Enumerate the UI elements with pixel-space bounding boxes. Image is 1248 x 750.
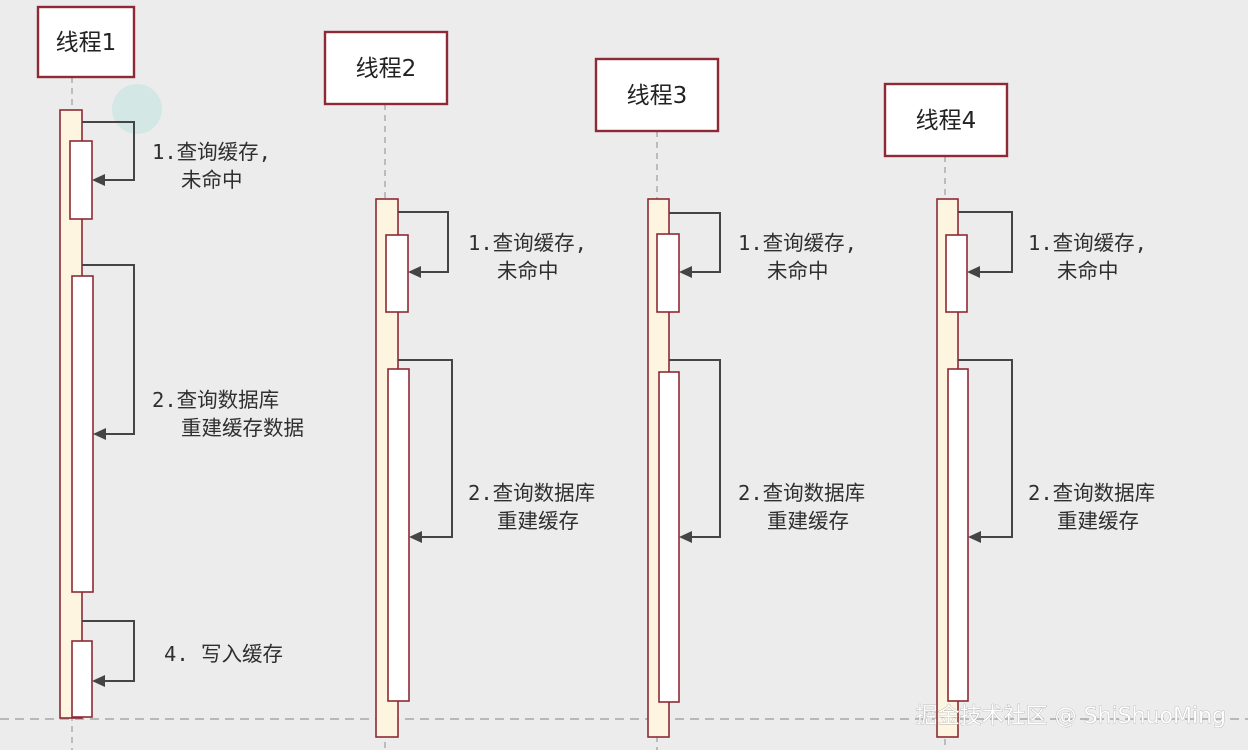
arrow-head-icon xyxy=(967,266,980,278)
step-activation-bar xyxy=(387,368,410,702)
arrow-head-icon xyxy=(679,266,692,278)
step-label: 2.查询数据库 xyxy=(1028,481,1155,505)
thread-header-box xyxy=(323,30,449,106)
step-label: 1.查询缓存, xyxy=(468,231,587,255)
step-label: 2.查询数据库 xyxy=(152,388,279,412)
self-message-line xyxy=(669,359,721,538)
arrow-head-icon xyxy=(408,266,421,278)
arrow-head-icon xyxy=(92,174,105,186)
self-message-line xyxy=(398,359,453,538)
step-activation-bar xyxy=(69,140,93,220)
thread-header-label: 线程3 xyxy=(627,83,688,109)
step-label: 未命中 xyxy=(497,259,559,283)
step-activation-bar xyxy=(71,275,94,593)
step-label: 重建缓存 xyxy=(767,509,849,533)
step-label: 重建缓存数据 xyxy=(181,416,304,440)
watermark-text: 掘金技术社区 @ ShiShuoMing xyxy=(916,704,1226,729)
self-message-line xyxy=(669,212,721,273)
self-message-line xyxy=(958,359,1013,538)
arrow-head-icon xyxy=(968,531,981,543)
step-label: 2.查询数据库 xyxy=(738,481,865,505)
self-message-line xyxy=(82,620,135,682)
thread-header-box xyxy=(594,57,720,133)
arrow-head-icon xyxy=(679,531,692,543)
self-message-line xyxy=(82,121,135,181)
arrow-head-icon xyxy=(409,531,422,543)
thread-header-label: 线程1 xyxy=(56,30,117,56)
self-message-line xyxy=(958,211,1013,273)
step-label: 重建缓存 xyxy=(497,509,579,533)
step-activation-bar xyxy=(945,234,968,313)
step-activation-bar xyxy=(385,234,409,313)
step-activation-bar xyxy=(71,640,93,718)
thread-header-label: 线程2 xyxy=(356,56,417,82)
arrow-head-icon xyxy=(93,428,106,440)
decorative-circle xyxy=(112,84,162,134)
self-message-line xyxy=(398,211,449,273)
step-label: 1.查询缓存, xyxy=(152,140,271,164)
step-label: 1.查询缓存, xyxy=(738,231,857,255)
step-label: 重建缓存 xyxy=(1057,509,1139,533)
step-activation-bar xyxy=(656,233,680,313)
step-label: 4. 写入缓存 xyxy=(164,642,283,666)
step-label: 2.查询数据库 xyxy=(468,481,595,505)
arrow-head-icon xyxy=(92,675,105,687)
thread-header-label: 线程4 xyxy=(916,108,977,134)
thread-header-box xyxy=(883,82,1009,158)
step-activation-bar xyxy=(947,368,969,702)
self-message-line xyxy=(82,264,135,435)
step-label: 未命中 xyxy=(767,259,829,283)
step-label: 1.查询缓存, xyxy=(1028,231,1147,255)
thread-header-box xyxy=(36,5,136,79)
step-activation-bar xyxy=(658,371,680,703)
step-label: 未命中 xyxy=(181,168,243,192)
step-label: 未命中 xyxy=(1057,259,1119,283)
